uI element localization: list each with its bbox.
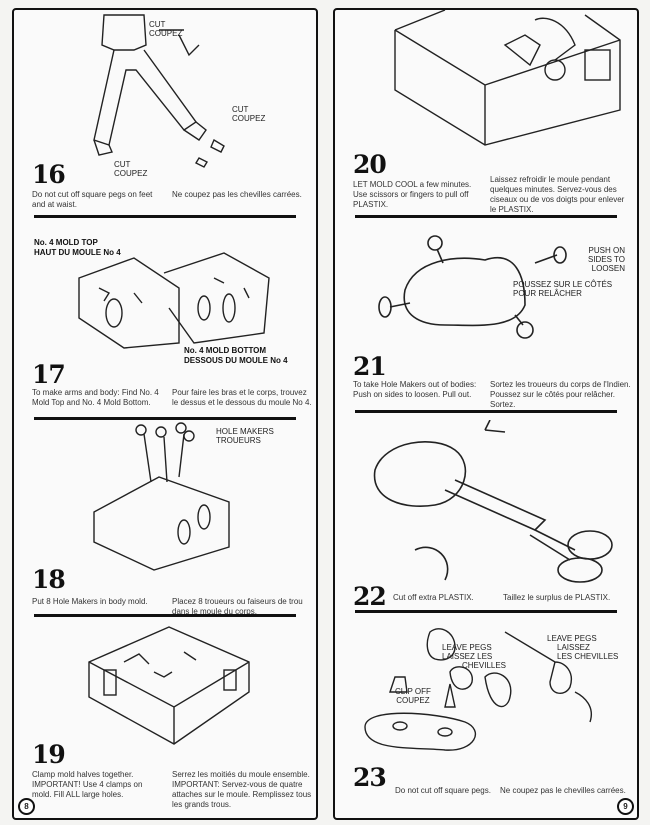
instruction-en: Clamp mold halves together. IMPORTANT! U… (32, 770, 143, 799)
divider (34, 417, 296, 420)
instruction-en: Do not cut off square pegs. (395, 786, 491, 795)
step-number: 17 (32, 360, 66, 389)
doll-legs-illustration (93, 14, 225, 168)
divider (355, 410, 617, 413)
instruction-fr: Taillez le surplus de PLASTIX. (503, 593, 611, 602)
instruction-fr: Ne coupez pas le chevilles carrées. (500, 786, 626, 795)
step-number: 19 (32, 740, 66, 769)
instruction-fr: Placez 8 troueurs ou faiseurs de trou da… (172, 597, 303, 616)
instruction-en: Cut off extra PLASTIX. (393, 593, 474, 602)
body-hole-makers-illustration (378, 235, 567, 339)
right-page: 20 LET MOLD COOL a few minutes. Use scis… (333, 8, 639, 820)
instruction-en: To make arms and body: Find No. 4 Mold T… (32, 388, 159, 407)
step-number: 18 (32, 565, 66, 594)
open-mold-illustration (394, 10, 621, 146)
divider (355, 610, 617, 613)
step-number: 22 (353, 582, 387, 611)
scissors-cutting-illustration (373, 420, 613, 583)
instruction-fr: Pour faire les bras et le corps, trouvez… (172, 388, 312, 407)
step-number: 23 (353, 763, 387, 792)
divider (34, 614, 296, 617)
step-number: 21 (353, 352, 387, 381)
instruction-en: Put 8 Hole Makers in body mold. (32, 597, 148, 606)
instruction-fr: Laissez refroidir le moule pendant quelq… (490, 175, 625, 214)
clamped-mold-illustration (88, 626, 250, 745)
page-number: 9 (617, 798, 634, 815)
instruction-en: LET MOLD COOL a few minutes. Use scissor… (353, 180, 472, 209)
mold-halves-illustration (78, 252, 270, 349)
doll-parts-illustration (364, 628, 592, 751)
instruction-en: To take Hole Makers out of bodies: Push … (353, 380, 477, 399)
divider (34, 215, 296, 218)
hole-makers-illustration (93, 422, 230, 571)
divider (355, 215, 617, 218)
page-number: 8 (18, 798, 35, 815)
instruction-fr: Ne coupez pas les chevilles carrées. (172, 190, 302, 199)
step-number: 20 (353, 150, 387, 179)
step-number: 16 (32, 160, 66, 189)
instruction-fr: Serrez les moitiés du moule ensemble. IM… (172, 770, 312, 809)
instruction-fr: Sortez les troueurs du corps de l'Indien… (490, 380, 631, 409)
instruction-en: Do not cut off square pegs on feet and a… (32, 190, 153, 209)
